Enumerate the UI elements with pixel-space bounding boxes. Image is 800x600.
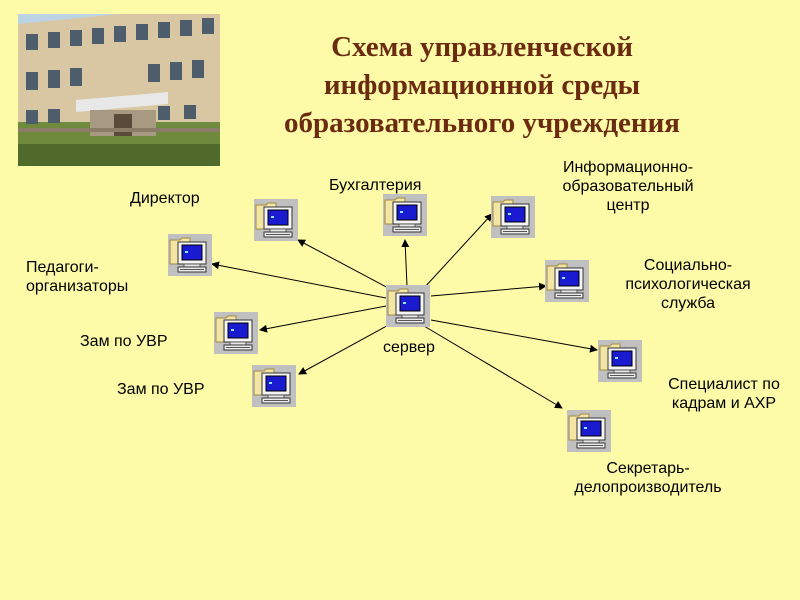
title-line-3: образовательного учреждения xyxy=(284,107,680,139)
director-computer-icon[interactable] xyxy=(254,199,298,241)
secretary-label-line-2: делопроизводитель xyxy=(574,479,722,496)
secretary-computer-icon[interactable] xyxy=(567,410,611,452)
info-center-label: Информационно- образовательный центр xyxy=(538,158,718,215)
social-label-line-2: психологическая xyxy=(625,276,751,293)
director-label: Директор xyxy=(130,190,200,207)
accounting-computer-icon[interactable] xyxy=(383,194,427,236)
accounting-label: Бухгалтерия xyxy=(329,177,422,194)
info-center-label-line-1: Информационно- xyxy=(562,159,694,176)
arrow-to-secretary xyxy=(423,325,563,409)
secretary-label: Секретарь- делопроизводитель xyxy=(548,459,748,497)
hr-label: Специалист по кадрам и АХР xyxy=(650,375,798,413)
social-label: Социально- психологическая служба xyxy=(608,256,768,313)
arrow-to-accounting xyxy=(401,239,410,287)
arrow-to-director xyxy=(297,239,393,291)
server-label: сервер xyxy=(383,339,435,356)
hr-label-line-1: Специалист по xyxy=(668,376,780,393)
server-computer-icon[interactable] xyxy=(386,285,430,327)
info-center-computer-icon[interactable] xyxy=(491,196,535,238)
hr-computer-icon[interactable] xyxy=(598,340,642,382)
title-line-2: информационной среды xyxy=(323,69,641,101)
arrow-to-info-center xyxy=(423,213,493,289)
secretary-label-line-1: Секретарь- xyxy=(606,460,690,477)
teachers-label-line-1: Педагоги- xyxy=(26,259,99,276)
arrow-to-teachers xyxy=(211,261,387,299)
diagram-title: Схема управленческой информационной сред… xyxy=(232,28,732,142)
hr-label-line-2: кадрам и АХР xyxy=(671,395,777,412)
teachers-label: Педагоги- организаторы xyxy=(26,258,128,296)
social-label-line-1: Социально- xyxy=(643,257,733,274)
arrow-to-hr xyxy=(430,319,598,353)
arrow-to-social xyxy=(430,282,547,297)
deputy-1-label: Зам по УВР xyxy=(80,333,168,350)
info-center-label-line-2: образовательный xyxy=(562,178,694,195)
teachers-label-line-2: организаторы xyxy=(26,278,129,295)
deputy-2-computer-icon[interactable] xyxy=(252,365,296,407)
deputy-1-computer-icon[interactable] xyxy=(214,312,258,354)
school-building-photo xyxy=(18,14,220,166)
title-line-1: Схема управленческой xyxy=(331,31,633,63)
social-computer-icon[interactable] xyxy=(545,260,589,302)
social-label-line-3: служба xyxy=(660,295,716,312)
info-center-label-line-3: центр xyxy=(606,197,650,214)
deputy-2-label: Зам по УВР xyxy=(117,381,205,398)
teachers-computer-icon[interactable] xyxy=(168,234,212,276)
arrow-to-deputy-2 xyxy=(298,321,395,375)
arrow-to-deputy-1 xyxy=(259,305,387,333)
